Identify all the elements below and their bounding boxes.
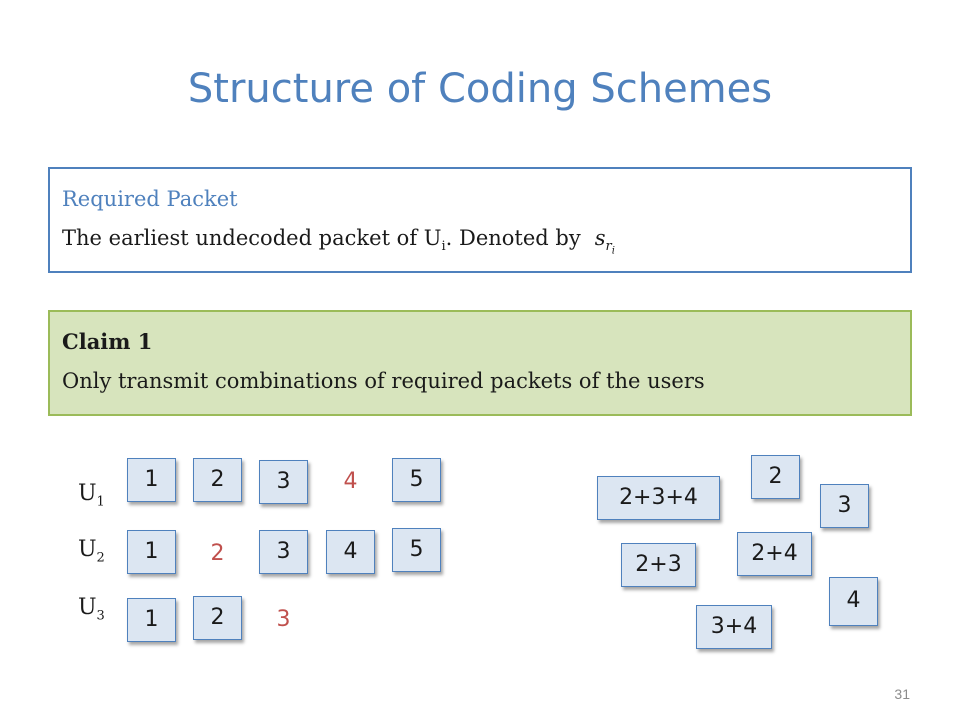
u2-packet-4: 4 — [326, 530, 375, 574]
claim-text: Only transmit combinations of required p… — [62, 369, 705, 393]
combo-2-3-4: 2+3+4 — [597, 476, 720, 520]
u3-packet-2: 2 — [193, 596, 242, 640]
u1-packet-1: 1 — [127, 458, 176, 502]
u2-packet-5: 5 — [392, 528, 441, 572]
u3-missing-packet-3: 3 — [276, 607, 291, 632]
u1-packet-2: 2 — [193, 458, 242, 502]
combo-3-4: 3+4 — [696, 605, 772, 649]
required-packet-box: Required Packet The earliest undecoded p… — [48, 167, 912, 273]
combo-3: 3 — [820, 484, 869, 528]
combo-2-3: 2+3 — [621, 543, 696, 587]
math-symbol: s — [594, 226, 606, 250]
u2-missing-packet-2: 2 — [210, 541, 225, 566]
required-packet-title: Required Packet — [62, 187, 238, 211]
math-sub: r — [605, 239, 612, 255]
u2-packet-1: 1 — [127, 530, 176, 574]
u2-packet-3: 3 — [259, 530, 308, 574]
user-label-2: U2 — [78, 537, 105, 566]
combo-4: 4 — [829, 577, 878, 626]
user-label-3: U3 — [78, 595, 105, 624]
required-packet-math: sri — [594, 226, 615, 257]
u1-packet-3: 3 — [259, 460, 308, 504]
combo-2: 2 — [751, 455, 800, 499]
required-packet-text-after: . Denoted by — [445, 226, 581, 250]
slide-title: Structure of Coding Schemes — [187, 66, 773, 112]
u1-packet-5: 5 — [392, 458, 441, 502]
claim-box: Claim 1 Only transmit combinations of re… — [48, 310, 912, 416]
math-subsub: i — [611, 245, 615, 257]
required-packet-text-sub: i — [441, 239, 446, 255]
page-number: 31 — [894, 686, 910, 702]
u3-packet-1: 1 — [127, 598, 176, 642]
claim-title: Claim 1 — [62, 329, 153, 354]
required-packet-text-main: The earliest undecoded packet of U — [62, 226, 442, 250]
user-label-1: U1 — [78, 481, 105, 510]
combo-2-4: 2+4 — [737, 532, 812, 576]
required-packet-text: The earliest undecoded packet of Ui. Den… — [62, 221, 898, 269]
u1-missing-packet-4: 4 — [343, 469, 358, 494]
